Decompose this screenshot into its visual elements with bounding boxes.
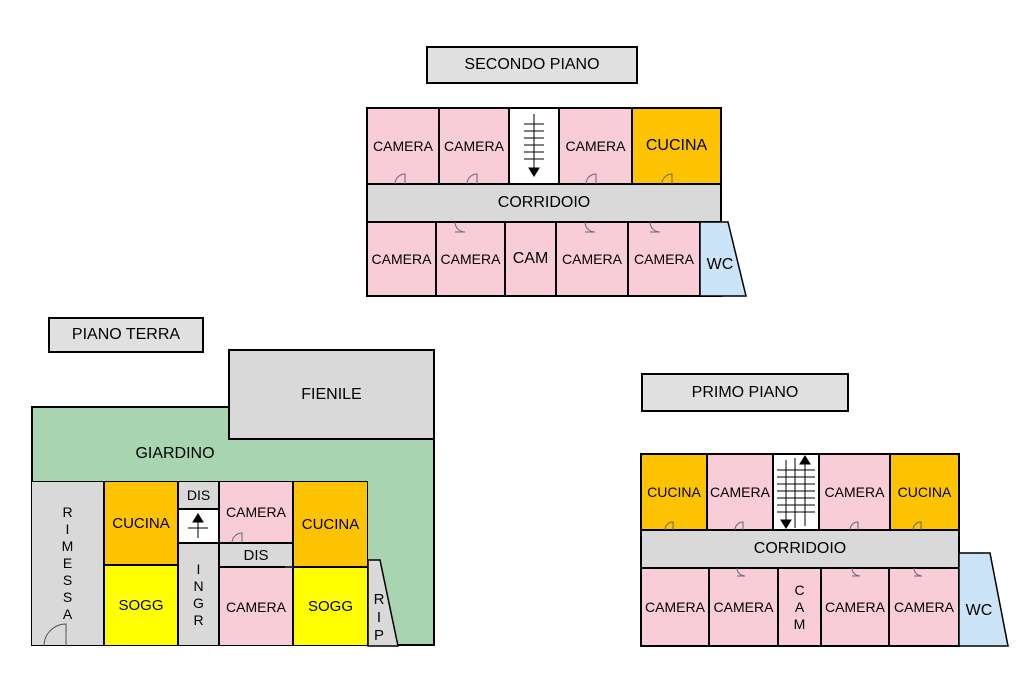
room-camera: CAMERA xyxy=(709,568,778,646)
room-camera: CAMERA xyxy=(436,222,505,296)
room-dis: DIS xyxy=(219,543,293,567)
room-camera: CAMERA xyxy=(219,567,293,646)
piano-terra-title: PIANO TERRA xyxy=(48,317,204,353)
room-wc-label: WC xyxy=(965,602,993,619)
room-camera: CAMERA xyxy=(219,481,293,543)
room-wc-label: WC xyxy=(706,256,734,273)
room-cucina: CUCINA xyxy=(104,481,178,565)
room-wc xyxy=(958,552,1009,647)
room-camera: CAMERA xyxy=(641,568,709,646)
room-dis: DIS xyxy=(178,481,219,509)
stairs-icon xyxy=(188,513,208,538)
stairs-icon xyxy=(777,455,815,529)
door-icon xyxy=(664,521,923,577)
secondo-piano-title: SECONDO PIANO xyxy=(426,46,638,84)
primo-piano-title: PRIMO PIANO xyxy=(641,373,849,412)
room-camera: CAMERA xyxy=(889,568,959,646)
room-cucina: CUCINA xyxy=(890,454,959,530)
room-wc xyxy=(699,221,747,297)
corridor: CORRIDOIO xyxy=(641,530,959,568)
room-soggiorno: SOGG xyxy=(104,565,178,646)
room-ripostiglio-label: RIP xyxy=(370,591,388,645)
door-icon xyxy=(43,532,293,647)
room-cucina: CUCINA xyxy=(632,108,721,184)
room-camera: CAMERA xyxy=(821,568,889,646)
room-camera: CAMERA xyxy=(556,222,628,296)
room-camera: CAMERA xyxy=(819,454,890,530)
stairs-icon xyxy=(524,114,544,177)
area-fienile: FIENILE xyxy=(228,349,435,440)
room-ripostiglio xyxy=(367,559,399,647)
room-camera: CAMERA xyxy=(439,108,509,184)
room-camera: CAMERA xyxy=(707,454,773,530)
label-giardino: GIARDINO xyxy=(135,445,215,462)
room-camera: CAMERA xyxy=(367,222,436,296)
door-icon xyxy=(394,173,673,233)
room-cucina: CUCINA xyxy=(293,481,368,567)
staircase xyxy=(773,454,819,530)
room-rimessa: RIMESSA xyxy=(31,481,104,646)
room-cucina: CUCINA xyxy=(641,454,707,530)
room-ingresso: INGR xyxy=(178,543,219,646)
